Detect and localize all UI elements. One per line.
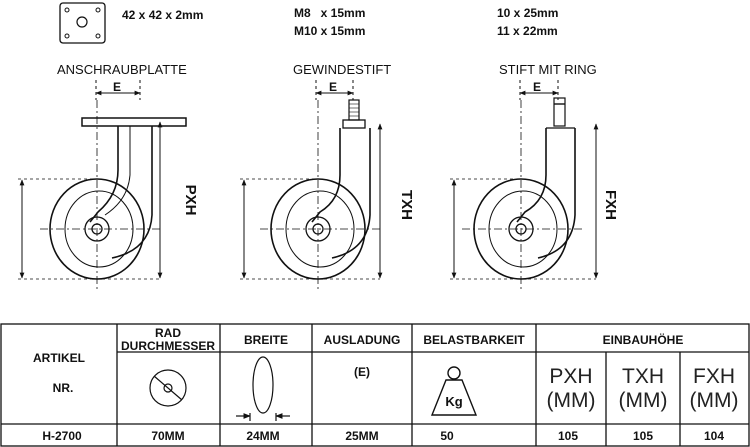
fxh-value: 104 [704,429,724,443]
artikel-nr-header: NR. [53,381,74,395]
pxh-col-header: PXH [549,365,592,388]
pxh-value: 105 [558,429,578,443]
thread-spec-line1: M8 x 15mm [294,6,365,20]
txh-unit: (MM) [619,389,668,412]
weight-icon: Kg [430,366,478,416]
ausladung-e-label: (E) [354,365,370,379]
belastbarkeit-header: BELASTBARKEIT [423,333,525,347]
caster-thread-drawing: E TXH [240,80,415,290]
thread-spec-line2: M10 x 15mm [294,24,365,38]
durchmesser-header: DURCHMESSER [121,339,215,353]
rad-header: RAD [155,326,181,340]
pxh-dim-label: PXH [182,185,199,216]
e-dim-label: E [113,80,121,94]
pin-title: STIFT MIT RING [499,62,597,77]
e-dim-label: E [533,80,541,94]
breite-value: 24MM [246,429,279,443]
breite-header: BREITE [244,333,288,347]
wheel-width-icon [236,356,290,421]
fxh-col-header: FXH [693,365,735,388]
wheel-diameter-icon [149,369,187,407]
kg-label: Kg [445,394,462,409]
artikel-header: ARTIKEL [33,351,85,365]
belast-value: 50 [440,429,454,443]
plate-size-text: 42 x 42 x 2mm [122,8,203,22]
txh-dim-label: TXH [398,190,415,220]
ausladung-header: AUSLADUNG [324,333,401,347]
ausladung-value: 25MM [345,429,378,443]
caster-pin-drawing: E FXH [450,80,619,290]
einbauhoehe-header: EINBAUHÖHE [603,332,684,347]
pin-spec-line2: 11 x 22mm [497,24,558,38]
mounting-plate-icon [59,2,106,44]
txh-col-header: TXH [622,365,664,388]
pin-spec-line1: 10 x 25mm [497,6,558,20]
e-dim-label: E [329,80,337,94]
rad-value: 70MM [151,429,184,443]
artikel-value: H-2700 [42,429,82,443]
txh-value: 105 [633,429,653,443]
fxh-unit: (MM) [690,389,739,412]
caster-plate-drawing: E PXH [18,80,199,290]
plate-title: ANSCHRAUBPLATTE [57,62,187,77]
fxh-dim-label: FXH [602,190,619,220]
spec-table [0,323,750,447]
pxh-unit: (MM) [547,389,596,412]
thread-title: GEWINDESTIFT [293,62,391,77]
